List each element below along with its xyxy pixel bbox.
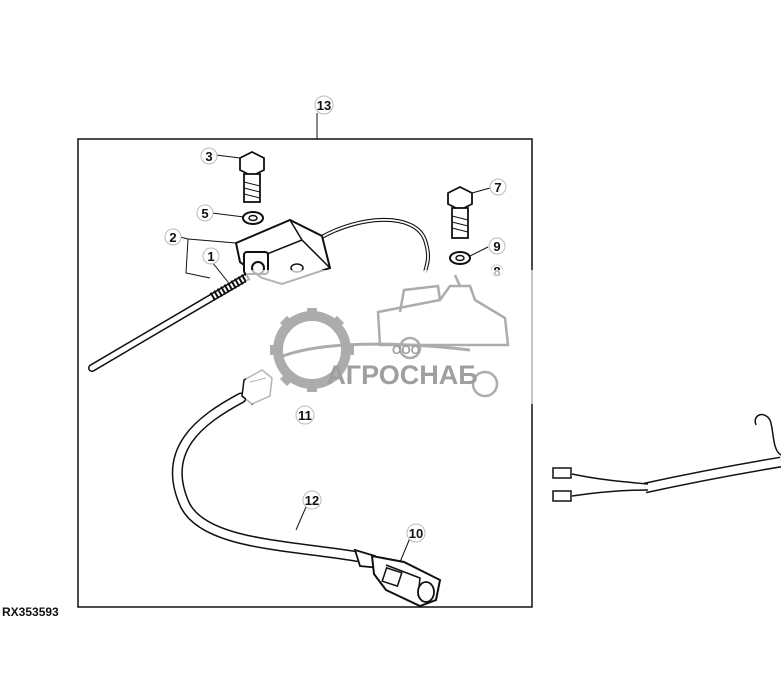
callout-7: 7 xyxy=(489,178,507,196)
callout-5: 5 xyxy=(196,204,214,222)
callout-13: 13 xyxy=(314,95,334,115)
cable-12-inner xyxy=(173,394,364,561)
callout-11: 11 xyxy=(295,405,315,425)
callout-10: 10 xyxy=(406,523,426,543)
rod-1 xyxy=(88,271,253,372)
svg-text:2: 2 xyxy=(169,230,176,245)
svg-text:12: 12 xyxy=(305,493,319,508)
svg-text:11: 11 xyxy=(298,408,312,423)
watermark-logo: ООО АГРОСНАБ xyxy=(246,270,534,404)
watermark-company-name: АГРОСНАБ xyxy=(326,360,477,390)
figure-reference-code: RX353593 xyxy=(2,605,59,619)
connector-10 xyxy=(353,548,442,608)
washer-5 xyxy=(242,211,264,225)
gear-icon xyxy=(270,308,354,392)
svg-text:9: 9 xyxy=(493,239,500,254)
switch-body-2 xyxy=(234,218,332,286)
callout-3: 3 xyxy=(200,147,218,165)
svg-text:1: 1 xyxy=(207,249,214,264)
leader-lines xyxy=(179,113,491,563)
svg-text:3: 3 xyxy=(205,149,212,164)
harness-fragment xyxy=(552,413,781,502)
svg-text:10: 10 xyxy=(409,526,423,541)
callout-9: 9 xyxy=(488,237,506,255)
callout-1: 1 xyxy=(202,247,220,265)
watermark-company-type: ООО xyxy=(392,343,420,357)
callout-2: 2 xyxy=(164,228,182,246)
bolt-7 xyxy=(447,185,473,239)
svg-text:5: 5 xyxy=(201,206,208,221)
washer-9 xyxy=(449,251,471,265)
switch-wire xyxy=(319,217,430,273)
svg-text:7: 7 xyxy=(494,180,501,195)
svg-text:13: 13 xyxy=(317,98,331,113)
watermark-swoosh xyxy=(277,342,471,360)
bolt-3 xyxy=(239,150,265,203)
callout-12: 12 xyxy=(302,490,322,510)
